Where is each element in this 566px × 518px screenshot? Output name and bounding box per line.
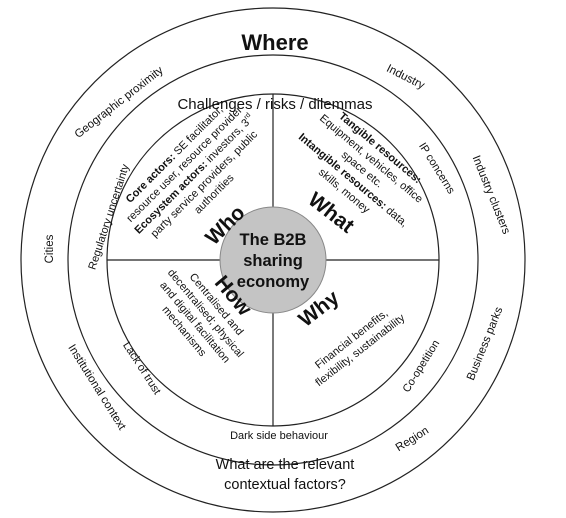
mid-label-co-opetition: Co-opetition <box>401 338 443 395</box>
who-superscript: rd <box>243 112 252 121</box>
outer-ring <box>20 7 526 513</box>
mid-label-lack-of-trust: Lack of trust <box>120 340 163 397</box>
mid-label-dark-side: Dark side behaviour <box>230 430 328 442</box>
outer-label-institutional-context: Institutional context <box>65 342 128 433</box>
contextual-question-line-1: What are the relevant <box>216 457 355 473</box>
center-line-3: economy <box>237 273 310 291</box>
where-title: Where <box>241 30 308 55</box>
outer-label-region: Region <box>394 425 431 454</box>
middle-ring <box>67 54 479 466</box>
center-line-1: The B2B <box>240 231 307 249</box>
center-hub <box>219 206 327 314</box>
outer-label-industry: Industry <box>384 63 426 92</box>
outer-label-geographic-proximity: Geographic proximity <box>73 64 166 141</box>
outer-label-cities: Cities <box>44 234 56 263</box>
center-line-2: sharing <box>243 252 303 270</box>
challenges-title: Challenges / risks / dilemmas <box>177 96 372 113</box>
contextual-question-line-2: contextual factors? <box>224 477 346 493</box>
outer-label-industry-clusters: Industry clusters <box>470 154 513 236</box>
what-intangible-text: data, <box>381 203 410 230</box>
